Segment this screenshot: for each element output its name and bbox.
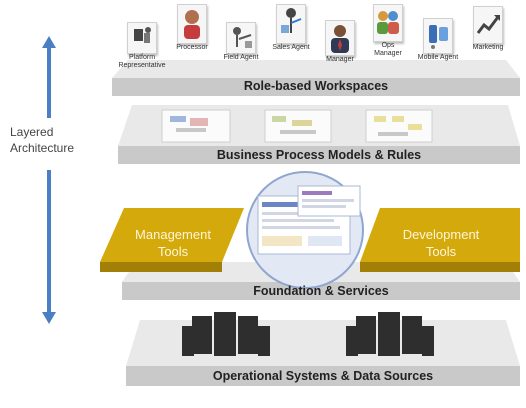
server-rack-right-icon — [346, 312, 434, 356]
role-marketing: Marketing — [466, 6, 510, 52]
manager-icon — [325, 20, 355, 56]
workspaces-layer-label: Role-based Workspaces — [112, 79, 520, 93]
role-manager: Manager — [318, 20, 362, 64]
role-label: Field Agent — [218, 54, 264, 62]
processor-icon — [177, 4, 207, 44]
role-label: Platform — [118, 54, 166, 62]
server-rack-left-icon — [182, 312, 270, 356]
foundation-layer-label: Foundation & Services — [122, 284, 520, 298]
platform-rep-icon — [127, 22, 157, 54]
management-tools-label: Management Tools — [120, 226, 226, 260]
role-label: Manager — [366, 50, 410, 58]
management-tools-line2: Tools — [120, 243, 226, 260]
role-platform-representative: Platform Representative — [118, 22, 166, 70]
role-ops-manager: Ops Manager — [366, 4, 410, 58]
role-label: Sales Agent — [268, 44, 314, 52]
role-processor: Processor — [170, 4, 214, 52]
role-label: Representative — [118, 62, 166, 70]
sales-agent-icon — [276, 4, 306, 44]
process-model-thumb-3 — [366, 110, 432, 142]
role-mobile-agent: Mobile Agent — [414, 18, 462, 62]
role-field-agent: Field Agent — [218, 22, 264, 62]
role-label: Mobile Agent — [414, 54, 462, 62]
operational-layer-label: Operational Systems & Data Sources — [126, 369, 520, 383]
marketing-icon — [473, 6, 503, 44]
field-agent-icon — [226, 22, 256, 54]
role-label: Marketing — [466, 44, 510, 52]
development-tools-label: Development Tools — [386, 226, 496, 260]
role-label: Ops — [366, 42, 410, 50]
ops-manager-icon — [373, 4, 403, 42]
process-layer-label: Business Process Models & Rules — [118, 148, 520, 162]
mobile-agent-icon — [423, 18, 453, 54]
development-tools-line2: Tools — [386, 243, 496, 260]
role-label: Manager — [318, 56, 362, 64]
role-sales-agent: Sales Agent — [268, 4, 314, 52]
management-tools-line1: Management — [120, 226, 226, 243]
development-tools-line1: Development — [386, 226, 496, 243]
role-icons-row: Platform Representative Processor Field … — [118, 4, 510, 78]
role-label: Processor — [170, 44, 214, 52]
